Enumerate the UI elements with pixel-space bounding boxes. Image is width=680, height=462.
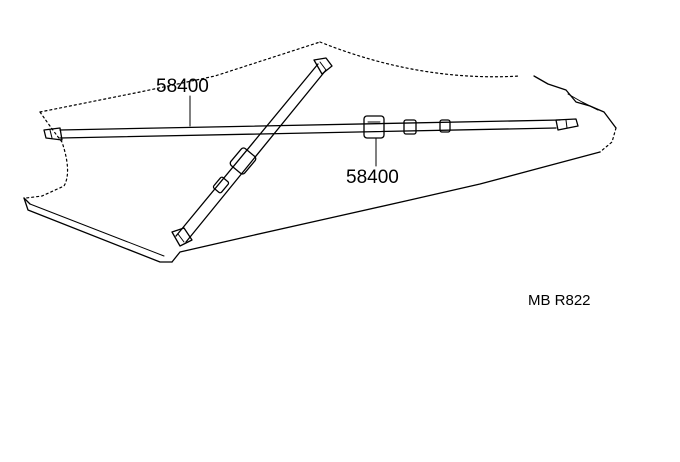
diagram-code: MB R822 bbox=[528, 292, 591, 309]
horizontal-strap bbox=[43, 115, 579, 141]
floor-panel-outline bbox=[23, 41, 617, 263]
callout-lower: 58400 bbox=[346, 167, 399, 188]
buckle-left bbox=[229, 147, 257, 175]
buckle-right bbox=[363, 115, 385, 139]
callout-upper: 58400 bbox=[156, 76, 209, 97]
diagonal-strap bbox=[171, 57, 333, 247]
